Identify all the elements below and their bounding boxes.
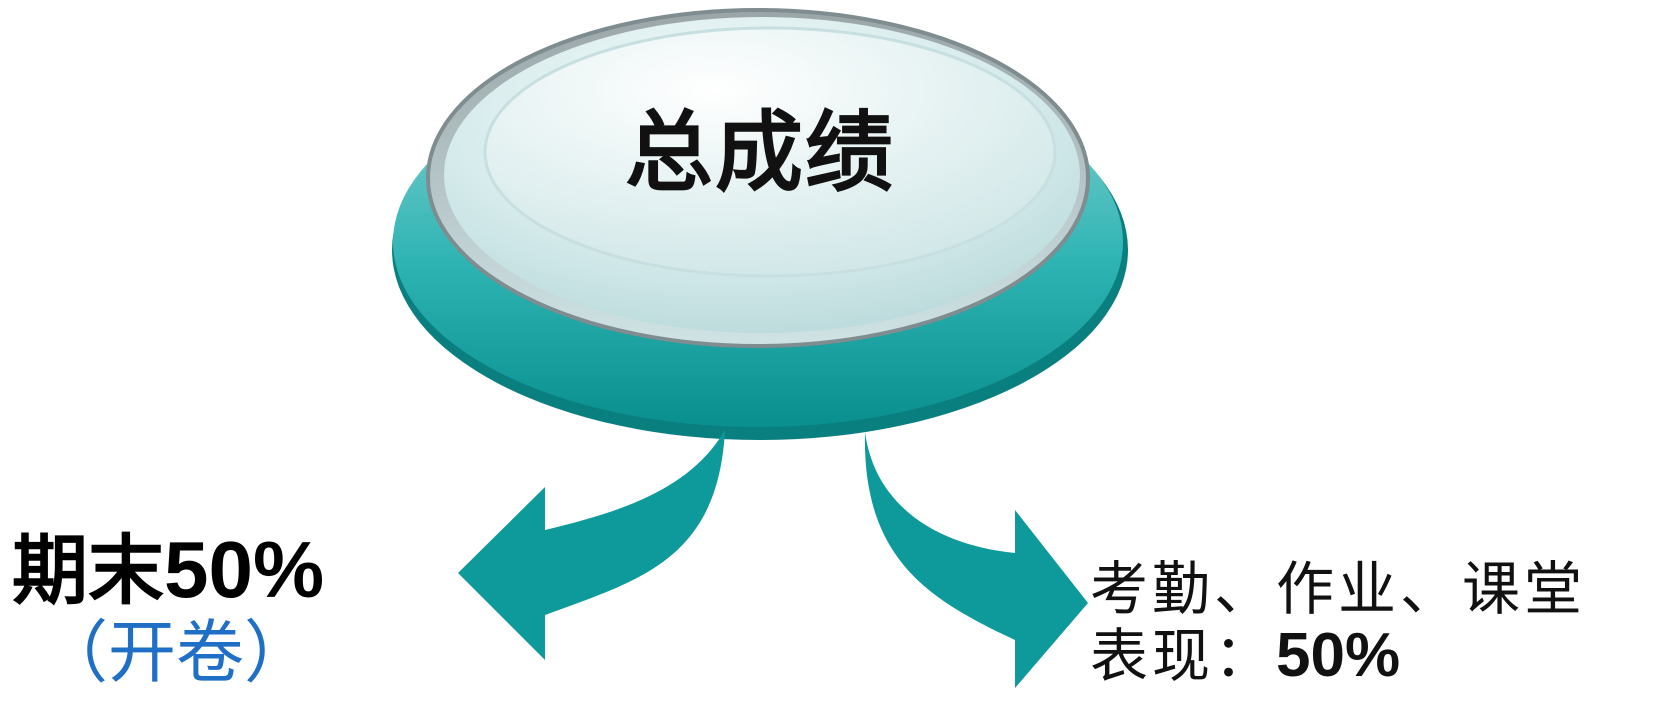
left-arrow <box>458 430 725 660</box>
coursework-label-line2: 表现：50% <box>1090 625 1400 687</box>
right-arrow <box>864 432 1088 688</box>
final-exam-label: 期末50% <box>12 530 324 610</box>
final-exam-text: 期末 <box>12 526 164 615</box>
coursework-label-text: 表现： <box>1090 622 1277 690</box>
coursework-label-line1: 考勤、作业、课堂 <box>1090 555 1587 623</box>
disc-inner <box>483 26 1057 278</box>
coursework-percent: 50% <box>1276 621 1401 690</box>
center-title: 总成绩 <box>624 100 895 204</box>
open-book-note: （开卷） <box>40 614 313 693</box>
final-exam-percent: 50% <box>164 525 325 614</box>
center-disc <box>392 8 1128 440</box>
